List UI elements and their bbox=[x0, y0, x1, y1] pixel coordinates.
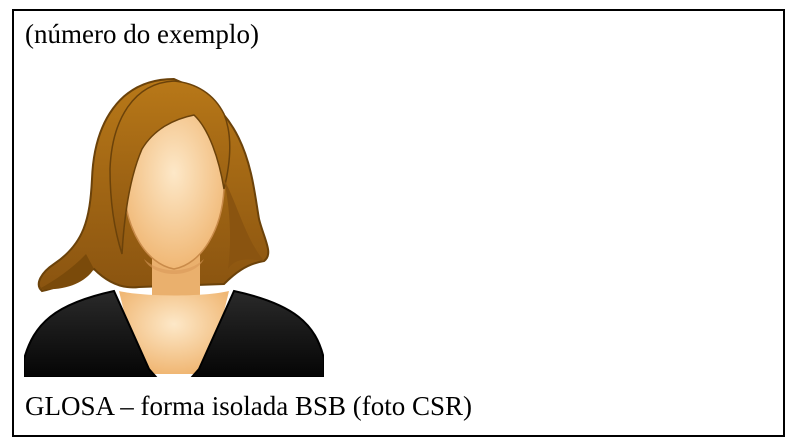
avatar bbox=[24, 69, 324, 377]
female-avatar-icon bbox=[24, 77, 324, 377]
example-number-label: (número do exemplo) bbox=[25, 19, 259, 49]
example-frame: (número do exemplo) bbox=[12, 9, 785, 437]
caption-gloss: GLOSA – forma isolada BSB (foto CSR) bbox=[25, 391, 473, 421]
